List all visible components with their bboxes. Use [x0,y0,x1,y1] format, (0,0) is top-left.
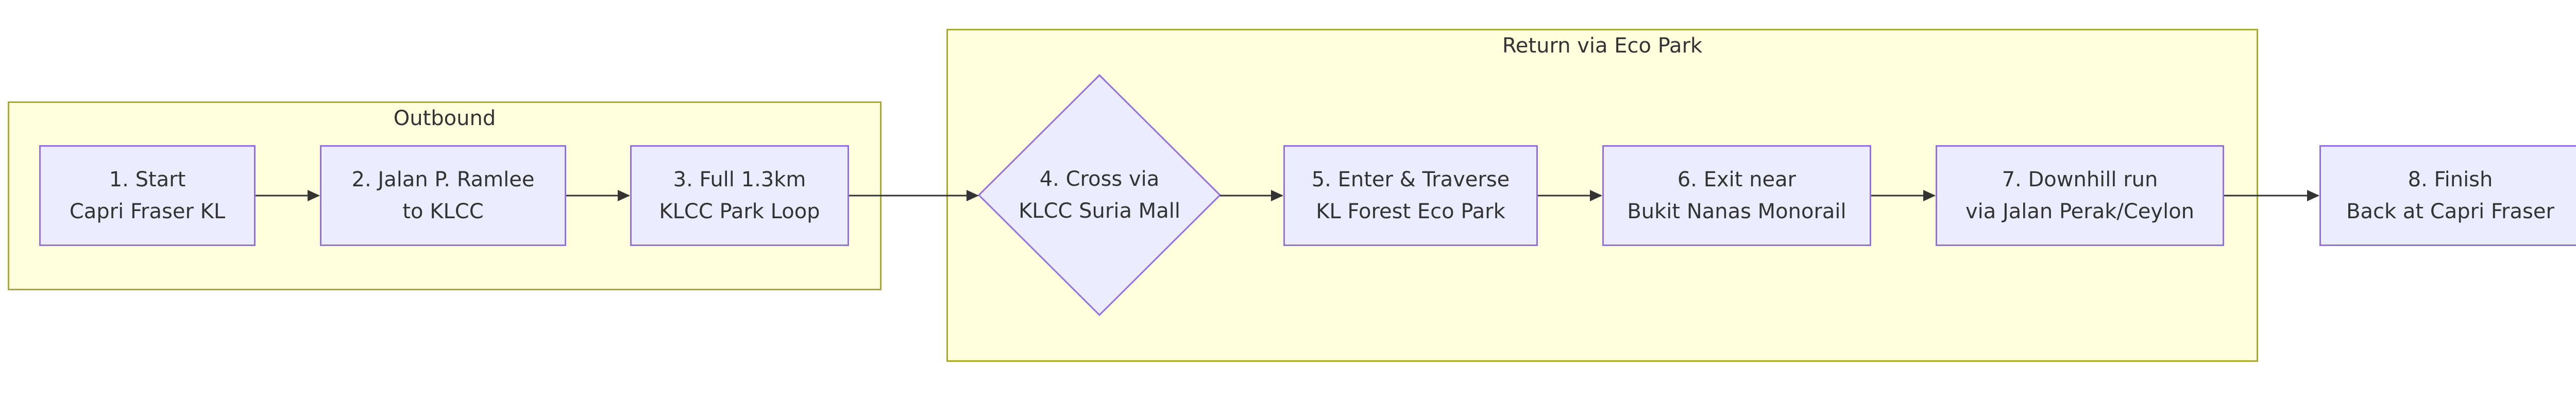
node-forest-eco-park-line1: 5. Enter & Traverse [1311,168,1510,191]
node-cross-suria-mall-line1: 4. Cross via [1039,167,1160,191]
node-downhill-run-line2: via Jalan Perak/Ceylon [1965,200,2195,223]
node-forest-eco-park: 5. Enter & Traverse KL Forest Eco Park [1283,145,1538,246]
node-downhill-run-line1: 7. Downhill run [2002,168,2158,191]
node-start-line1: 1. Start [109,168,186,191]
node-downhill-run: 7. Downhill run via Jalan Perak/Ceylon [1936,145,2224,246]
node-bukit-nanas-exit: 6. Exit near Bukit Nanas Monorail [1602,145,1871,246]
node-klcc-park-loop-line1: 3. Full 1.3km [673,168,806,191]
decision-diamond-shape [977,74,1222,317]
node-bukit-nanas-exit-line1: 6. Exit near [1677,168,1797,191]
node-start-line2: Capri Fraser KL [69,200,226,223]
node-klcc-park-loop-line2: KLCC Park Loop [659,200,820,223]
node-jalan-p-ramlee-line1: 2. Jalan P. Ramlee [351,168,535,191]
edge-arrowhead-n2 [308,190,320,201]
node-cross-suria-mall-line2: KLCC Suria Mall [1019,199,1180,223]
edge-arrowhead-n3 [618,190,630,201]
edge-arrowhead-n8 [2307,190,2319,201]
node-jalan-p-ramlee: 2. Jalan P. Ramlee to KLCC [320,145,566,246]
node-finish-line2: Back at Capri Fraser [2346,200,2554,223]
edge-arrowhead-n5 [1271,190,1283,201]
node-cross-suria-mall: 4. Cross via KLCC Suria Mall [1010,154,1189,236]
edge-arrowhead-n4 [967,190,979,201]
node-forest-eco-park-line2: KL Forest Eco Park [1316,200,1505,223]
node-finish: 8. Finish Back at Capri Fraser [2319,145,2576,246]
node-jalan-p-ramlee-line2: to KLCC [402,200,484,223]
cluster-return-label: Return via Eco Park [1502,34,1703,58]
node-klcc-park-loop: 3. Full 1.3km KLCC Park Loop [630,145,849,246]
edge-arrowhead-n7 [1923,190,1936,201]
node-bukit-nanas-exit-line2: Bukit Nanas Monorail [1627,200,1846,223]
edge-arrowhead-n6 [1590,190,1602,201]
node-finish-line1: 8. Finish [2408,168,2493,191]
cluster-outbound-label: Outbound [393,107,496,130]
node-start: 1. Start Capri Fraser KL [39,145,256,246]
